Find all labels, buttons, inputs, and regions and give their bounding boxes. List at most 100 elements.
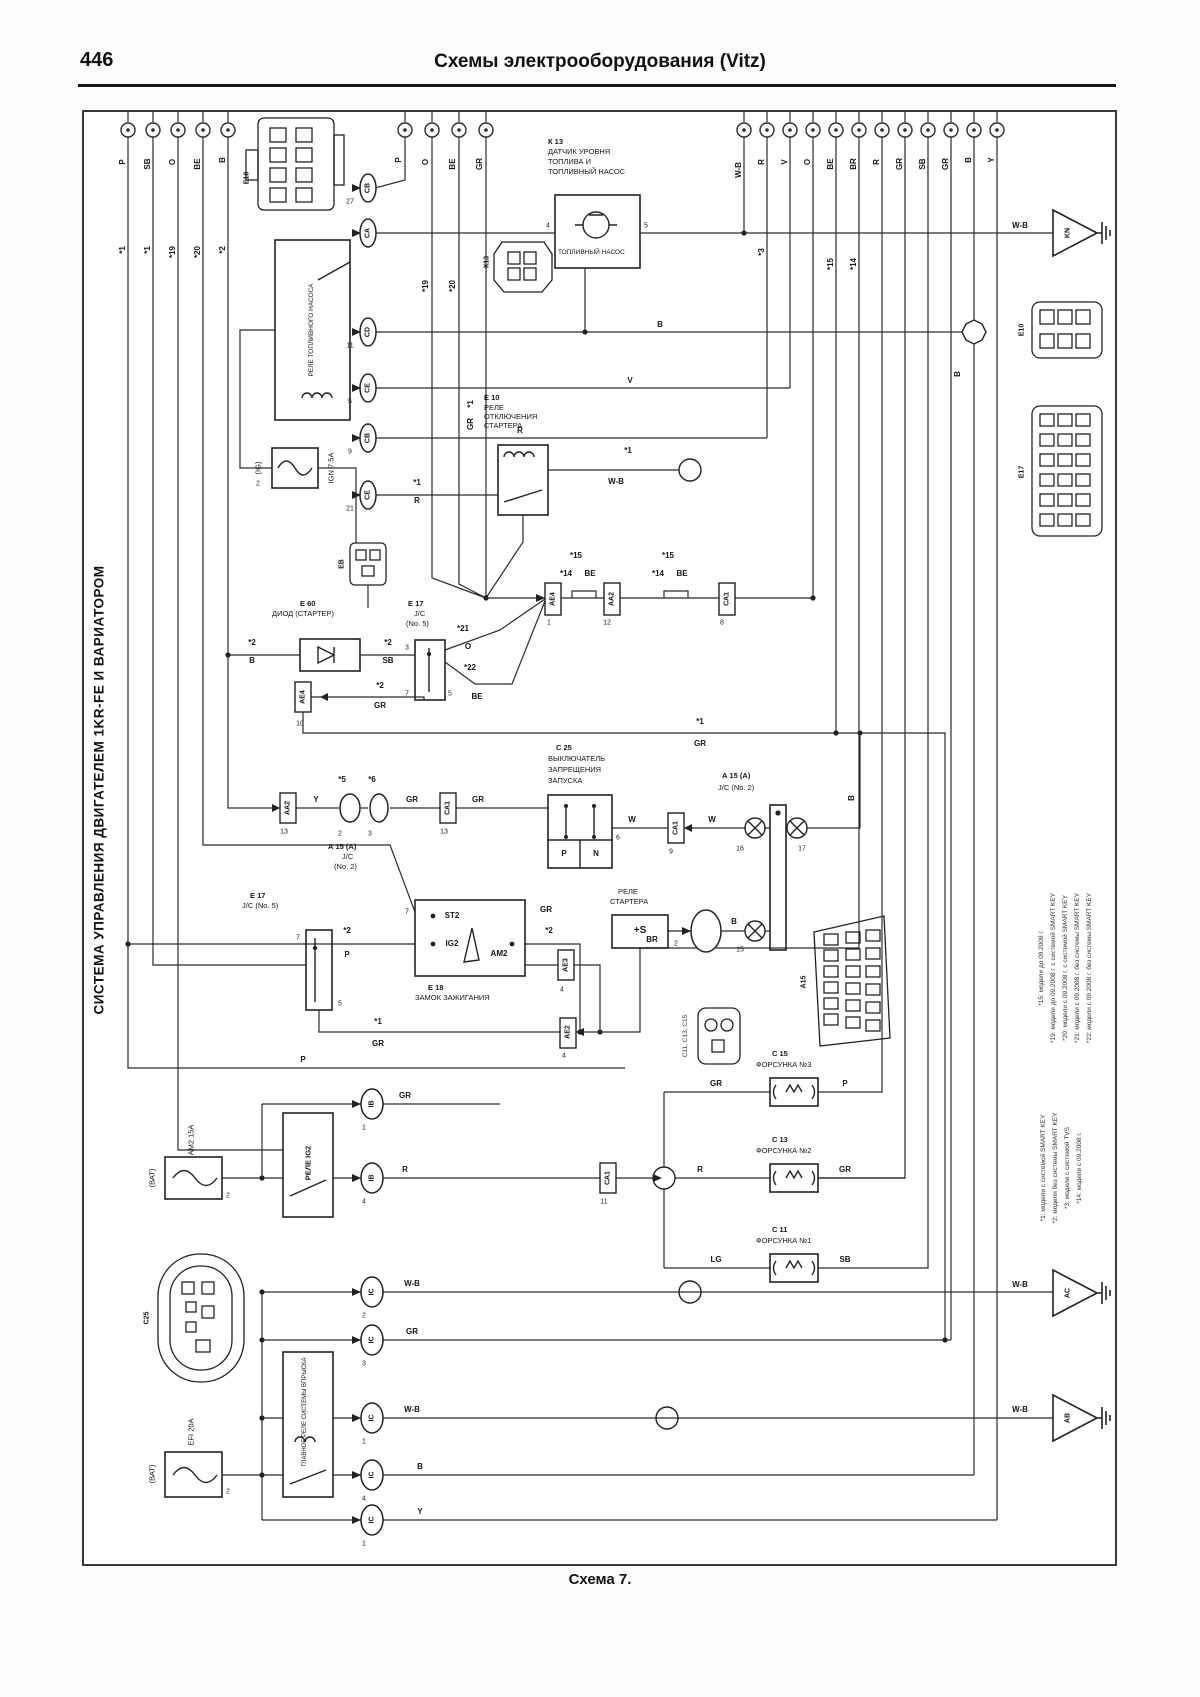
pin-number: 3 bbox=[405, 644, 409, 652]
pin-number: 3 bbox=[362, 1360, 366, 1368]
connector-code: Е10 bbox=[1018, 323, 1026, 337]
header-rule bbox=[78, 84, 1116, 87]
wire-lines bbox=[127, 112, 1053, 1521]
starter-relay-terminal: +S bbox=[633, 925, 647, 936]
note-line: *14: модели с 09.2008 г. bbox=[1075, 1132, 1083, 1204]
connector-housings bbox=[157, 117, 1103, 1383]
diagram-caption: Схема 7. bbox=[568, 1571, 632, 1588]
gear-position-label: P bbox=[561, 849, 567, 858]
variant-marker: *15 bbox=[569, 551, 583, 560]
ground-code: KN bbox=[1064, 227, 1072, 239]
wire-label: R bbox=[414, 496, 420, 505]
pin-number: 2 bbox=[226, 1488, 230, 1496]
pin-number: 13 bbox=[280, 828, 288, 836]
variant-marker: *1 bbox=[374, 1017, 382, 1026]
pin-number: 5 bbox=[348, 398, 352, 406]
variant-marker: *3 bbox=[757, 248, 766, 256]
component-id-e17jc-lower: Е 17 bbox=[250, 891, 266, 900]
pin-number: 2 bbox=[674, 940, 678, 948]
component-id-k13: К 13 bbox=[548, 137, 564, 146]
wire-label: W bbox=[708, 815, 716, 824]
note-line: *3: модели с системой TVS bbox=[1063, 1127, 1071, 1209]
connector-code: CB bbox=[364, 182, 372, 194]
wire-label: BE bbox=[448, 158, 457, 170]
component-id-c25: С 25 bbox=[556, 743, 572, 752]
page-number: 446 bbox=[80, 49, 114, 71]
pin-number: 7 bbox=[296, 934, 300, 942]
connector-code: К13 bbox=[483, 255, 491, 269]
connector-code: АЕ4 bbox=[549, 592, 557, 606]
pin-number: 5 bbox=[448, 690, 452, 698]
wire-label: Y bbox=[417, 1507, 423, 1516]
component-label-e10: ОТКЛЮЧЕНИЯ bbox=[484, 412, 538, 421]
wire-label: Y bbox=[987, 157, 996, 163]
pin-number: 1 bbox=[362, 1540, 366, 1548]
component-label-a15jc: (No. 2) bbox=[334, 862, 357, 871]
connector-code: Е17 bbox=[1018, 465, 1026, 479]
gear-position-label: N bbox=[593, 849, 599, 858]
component-id-a15jc: А 15 (А) bbox=[328, 842, 357, 851]
variant-marker: *14 bbox=[559, 569, 573, 578]
component-symbols bbox=[172, 211, 987, 1485]
pin-number: 3 bbox=[368, 830, 372, 838]
fuse-circuit-tag: (ВАТ) bbox=[147, 1168, 157, 1188]
pin-number: 1 bbox=[362, 1438, 366, 1446]
connector-code: ЕВ bbox=[338, 559, 346, 569]
component-label-k13: ТОПЛИВНЫЙ НАСОС bbox=[548, 167, 626, 176]
wire-label: P bbox=[344, 950, 350, 959]
pin-number: 11 bbox=[600, 1198, 608, 1206]
component-id-a15jc: А 15 (А) bbox=[722, 771, 751, 780]
connector-code: IB bbox=[368, 1174, 376, 1182]
pin-number: 21 bbox=[346, 505, 354, 513]
connector-code: CE bbox=[364, 490, 372, 500]
wire-label: SB bbox=[382, 656, 394, 665]
variant-marker: *2 bbox=[384, 638, 392, 647]
pin-number: 27 bbox=[346, 198, 354, 206]
wire-label: B bbox=[417, 1462, 423, 1471]
pin-number: 9 bbox=[348, 448, 352, 456]
connector-arrows bbox=[272, 184, 692, 1524]
lock-terminal-st2: ST2 bbox=[444, 911, 460, 920]
connector-code: С25 bbox=[143, 1311, 151, 1325]
wire-label: GR bbox=[475, 158, 484, 170]
fuse-circuit-tag: (IG) bbox=[253, 461, 263, 475]
wire-label: B bbox=[249, 656, 255, 665]
variant-marker: *2 bbox=[218, 246, 227, 254]
component-boxes bbox=[164, 194, 819, 1498]
wire-label: GR bbox=[406, 1327, 418, 1336]
pin-number: 4 bbox=[562, 1052, 566, 1060]
pin-number: 12 bbox=[603, 619, 611, 627]
wire-label: O bbox=[421, 158, 430, 166]
wire-label: BR bbox=[849, 158, 858, 170]
variant-marker: *1 bbox=[413, 478, 421, 487]
wire-label: GR bbox=[472, 795, 484, 804]
wire-label: GR bbox=[540, 905, 552, 914]
connector-code: IB bbox=[368, 1100, 376, 1108]
wire-label: SB bbox=[839, 1255, 851, 1264]
pin-number: 2 bbox=[226, 1192, 230, 1200]
wire-label: BE bbox=[584, 569, 596, 578]
wire-label: GR bbox=[694, 739, 706, 748]
component-label-e10: СТАРТЕРА bbox=[484, 421, 523, 430]
component-label-inj2: ФОРСУНКА №2 bbox=[756, 1146, 812, 1155]
component-id-e10: Е 10 bbox=[484, 393, 500, 402]
pin-number: 13 bbox=[440, 828, 448, 836]
component-id-e17jc: Е 17 bbox=[408, 599, 424, 608]
pin-number: 9 bbox=[669, 848, 673, 856]
pin-number: 1 bbox=[362, 1124, 366, 1132]
wire-label: W-B bbox=[1012, 1405, 1028, 1414]
wire-label: B bbox=[731, 917, 737, 926]
component-label-main-relay: ГЛАВНОЕ РЕЛЕ СИСТЕМЫ ВПРЫСКА bbox=[302, 1357, 308, 1467]
wire-label: W-B bbox=[404, 1405, 420, 1414]
wire-label: W-B bbox=[1012, 221, 1028, 230]
connector-code: Е18 bbox=[243, 171, 251, 185]
wire-label: GR bbox=[372, 1039, 384, 1048]
wire-label: GR bbox=[399, 1091, 411, 1100]
wire-label: P bbox=[300, 1055, 306, 1064]
component-label-c25: ВЫКЛЮЧАТЕЛЬ bbox=[548, 754, 606, 763]
note-line: *1: модели с системой SMART KEY bbox=[1039, 1114, 1047, 1222]
wire-label: BE bbox=[193, 158, 202, 170]
wire-label: O bbox=[464, 642, 472, 651]
note-line: *2: модели без системы SMART KEY bbox=[1051, 1112, 1059, 1224]
